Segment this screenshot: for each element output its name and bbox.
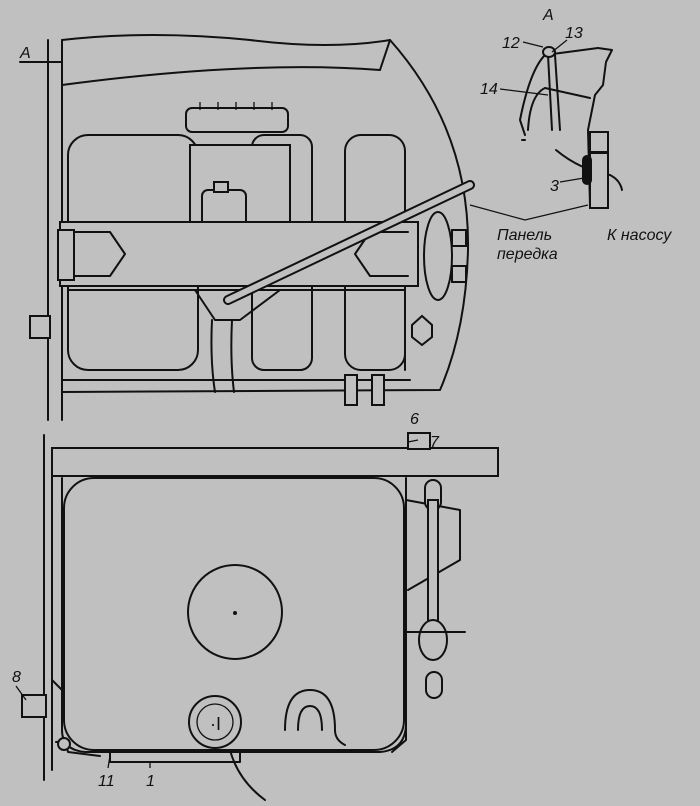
- filler-mark-icon: ·I: [210, 714, 221, 734]
- callout-1: 1: [146, 773, 155, 790]
- callout-6: 6: [410, 411, 419, 428]
- callout-14: 14: [480, 81, 498, 98]
- callout-11: 11: [98, 773, 115, 790]
- top-view-assembly: [19, 34, 475, 421]
- callout-3: 3: [550, 178, 559, 195]
- callout-13: 13: [565, 25, 583, 42]
- callout-7: 7: [430, 434, 440, 451]
- panel-label-line2: передка: [497, 246, 558, 263]
- section-label-a: A: [19, 45, 31, 62]
- to-pump-label: К насосу: [607, 227, 672, 244]
- panel-label-line1: Панель: [497, 227, 552, 244]
- callout-8: 8: [12, 669, 21, 686]
- detail-a-view: [519, 46, 623, 209]
- detail-label-a: A: [542, 7, 554, 24]
- side-view-assembly: ·I: [21, 432, 499, 801]
- callout-12: 12: [502, 35, 520, 52]
